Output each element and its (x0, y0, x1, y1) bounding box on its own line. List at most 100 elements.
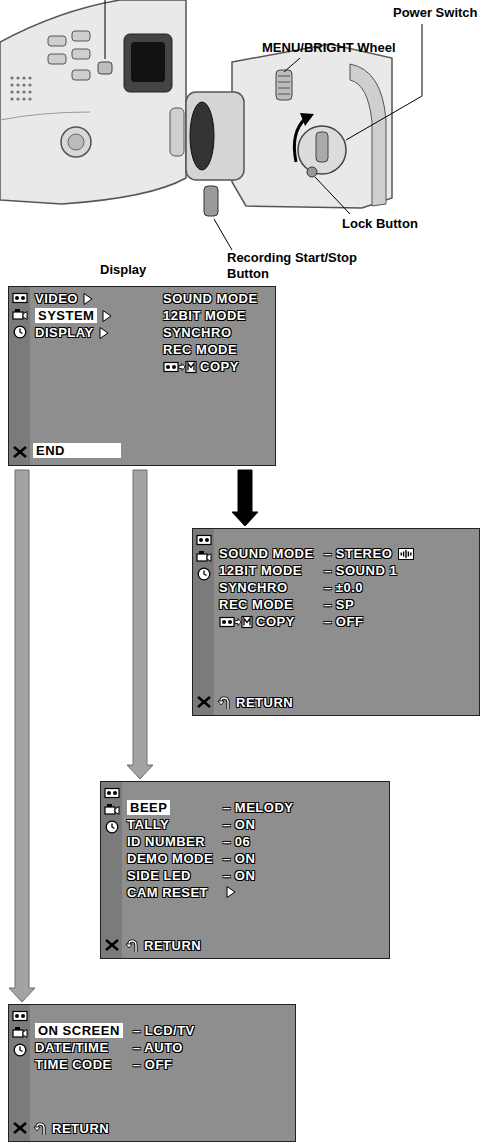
part-label: Lock Button (342, 216, 418, 232)
menu-row: – LCD/TV (133, 1023, 195, 1038)
label-text: Display (100, 262, 146, 277)
menu-row: SYNCHRO (219, 580, 288, 595)
menu-text: BEEP (127, 800, 170, 815)
menu-row: TIME CODE (35, 1057, 112, 1072)
menu-row: – ON (223, 817, 255, 832)
menu-text: REC MODE (219, 597, 293, 612)
tape-icon (196, 533, 212, 547)
menu-text: SOUND MODE (219, 546, 314, 561)
menu-row: 12BIT MODE (219, 563, 302, 578)
menu-row: DEMO MODE (127, 851, 213, 866)
menu-text: TIME CODE (35, 1057, 112, 1072)
copy-icon (219, 615, 253, 629)
menu-row: – STEREO (324, 546, 414, 561)
label-text: MENU/BRIGHT Wheel (262, 40, 396, 55)
x-icon (12, 1121, 28, 1135)
clock-icon (12, 1043, 28, 1057)
tape-icon (104, 786, 120, 800)
menu-text: – OFF (324, 614, 363, 629)
menu-text: – ON (223, 817, 255, 832)
ret-icon (125, 939, 141, 953)
label-text: Recording Start/Stop Button (227, 250, 357, 281)
menu-row: ON SCREEN (35, 1023, 123, 1038)
tri-icon (83, 292, 93, 306)
menu-row: ID NUMBER (127, 834, 205, 849)
menu-text: – ±0.0 (324, 580, 363, 595)
x-icon (104, 938, 120, 952)
ret-icon (217, 696, 233, 710)
menu-text: RETURN (236, 695, 293, 710)
menu-row: – ON (223, 851, 255, 866)
clock-icon (196, 567, 212, 581)
menu-row: TALLY (127, 817, 169, 832)
menu-row: SOUND MODE (219, 546, 314, 561)
menu-row: REC MODE (163, 342, 237, 357)
menu-text: RETURN (52, 1121, 109, 1136)
icon-strip (193, 529, 214, 715)
block-arrow (232, 470, 258, 526)
icon-strip (9, 1005, 30, 1141)
menu-row: 12BIT MODE (163, 308, 246, 323)
menu-row: RETURN (33, 1121, 109, 1136)
menu-row: – SP (324, 597, 354, 612)
menu-row: COPY (219, 614, 295, 629)
menu-text: – OFF (133, 1057, 172, 1072)
menu-text: DISPLAY (35, 325, 94, 340)
camera-icon (104, 803, 120, 817)
menu-text: – SP (324, 597, 354, 612)
menu-text: REC MODE (163, 342, 237, 357)
menu-row: SYNCHRO (163, 325, 232, 340)
label-text: Lock Button (342, 216, 418, 231)
menu-text: – 06 (223, 834, 250, 849)
menu-text: – ON (223, 868, 255, 883)
menu-screen: VIDEOSYSTEMDISPLAYSOUND MODE12BIT MODESY… (8, 286, 276, 466)
tape-icon (12, 1009, 28, 1023)
menu-text: ON SCREEN (35, 1023, 123, 1038)
menu-row: RETURN (125, 938, 201, 953)
menu-text: DEMO MODE (127, 851, 213, 866)
menu-row: CAM RESET (127, 885, 208, 900)
menu-text: – MELODY (223, 800, 293, 815)
menu-text: DATE/TIME (35, 1040, 109, 1055)
camera-icon (12, 1026, 28, 1040)
menu-text: 12BIT MODE (163, 308, 246, 323)
tape-icon (12, 291, 28, 305)
menu-text: SIDE LED (127, 868, 191, 883)
menu-text: – SOUND 1 (324, 563, 397, 578)
ret-icon (33, 1122, 49, 1136)
menu-row: – ON (223, 868, 255, 883)
camera-icon (12, 308, 28, 322)
part-label: MENU/BRIGHT Wheel (262, 40, 396, 56)
block-arrow (127, 470, 153, 779)
menu-text: SYSTEM (35, 308, 97, 323)
menu-row: DISPLAY (35, 325, 109, 340)
x-icon (12, 445, 28, 459)
menu-row: – AUTO (133, 1040, 183, 1055)
menu-row: SIDE LED (127, 868, 191, 883)
menu-row: – ±0.0 (324, 580, 363, 595)
camera-icon (196, 550, 212, 564)
menu-row: VIDEO (35, 291, 93, 306)
menu-text: COPY (200, 359, 239, 374)
menu-row: END (33, 443, 121, 458)
menu-row: – MELODY (223, 800, 293, 815)
menu-row: RETURN (217, 695, 293, 710)
menu-screen: ON SCREEN DATE/TIME TIME CODE – LCD/TV – AUT… (8, 1004, 296, 1142)
part-label: Power Switch (393, 5, 478, 21)
menu-screen: BEEP TALLY ID NUMBER DEMO MODE SIDE LED CAM R… (100, 781, 390, 959)
clock-icon (104, 820, 120, 834)
tri-icon (102, 309, 112, 323)
menu-text: – AUTO (133, 1040, 183, 1055)
menu-row: BEEP (127, 800, 170, 815)
block-arrow (9, 470, 35, 1002)
menu-text: RETURN (144, 938, 201, 953)
menu-row: – 06 (223, 834, 250, 849)
clock-icon (12, 325, 28, 339)
menu-text: 12BIT MODE (219, 563, 302, 578)
menu-row: – OFF (133, 1057, 172, 1072)
menu-text: COPY (256, 614, 295, 629)
menu-text: ID NUMBER (127, 834, 205, 849)
menu-row: REC MODE (219, 597, 293, 612)
menu-row (223, 885, 236, 899)
menu-row: SYSTEM (35, 308, 112, 323)
